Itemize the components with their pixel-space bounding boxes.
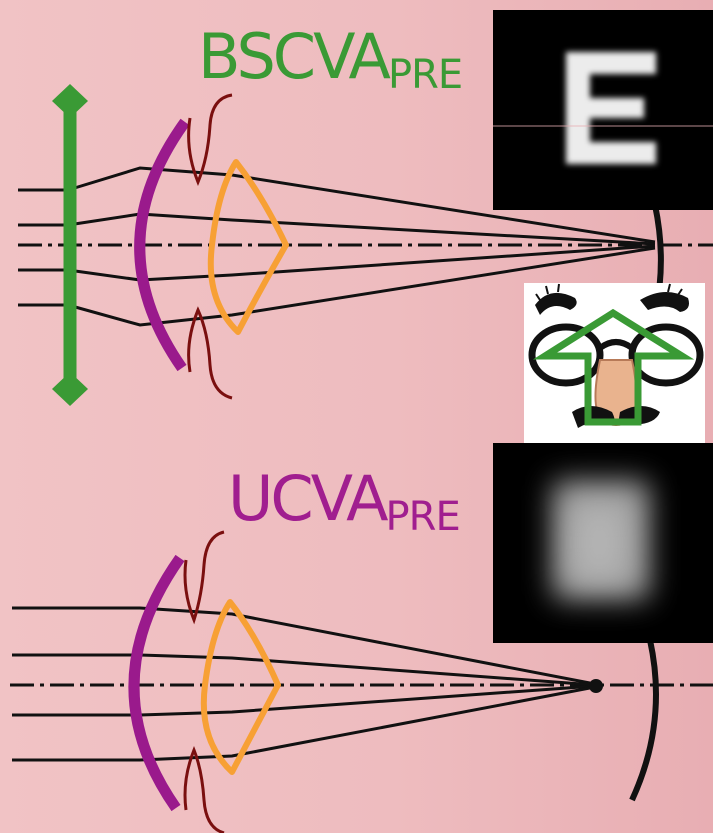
focal-point bbox=[589, 679, 603, 693]
label-ucva-pre: UCVAPRE bbox=[228, 468, 461, 538]
letter-e-chart-sharp bbox=[493, 10, 713, 210]
label-bscva-sub: PRE bbox=[387, 52, 463, 98]
disguise-glasses-icon bbox=[524, 283, 705, 443]
label-bscva-main: BSCVA bbox=[198, 20, 391, 93]
cornea-bottom bbox=[128, 554, 185, 812]
label-ucva-sub: PRE bbox=[385, 494, 461, 540]
bottom-eye-system bbox=[10, 530, 713, 833]
crystalline-lens-bottom bbox=[200, 599, 281, 775]
letter-e-chart-blurred bbox=[493, 443, 713, 643]
rays-bottom bbox=[12, 606, 596, 762]
diverging-rays-top bbox=[67, 166, 656, 327]
iris-top-lower bbox=[187, 306, 233, 400]
correction-lens-top-tip bbox=[52, 84, 88, 118]
iris-bottom-lower bbox=[183, 745, 225, 833]
incoming-rays-top bbox=[18, 188, 68, 307]
crystalline-lens-top bbox=[207, 159, 289, 335]
iris-top-upper bbox=[187, 93, 233, 186]
label-ucva-main: UCVA bbox=[228, 462, 389, 535]
correction-lens-bottom-tip bbox=[52, 372, 88, 406]
correction-arrow-icon bbox=[532, 308, 695, 426]
cornea-top bbox=[134, 118, 190, 372]
iris-bottom-upper bbox=[183, 530, 225, 625]
label-bscva-pre: BSCVAPRE bbox=[198, 26, 463, 96]
retina-bottom bbox=[629, 639, 659, 802]
